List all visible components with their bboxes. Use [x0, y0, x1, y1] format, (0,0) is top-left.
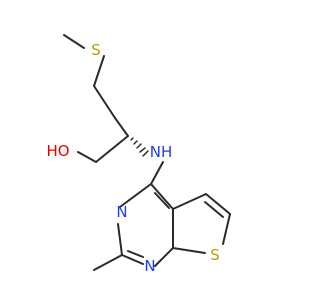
- bond-c5-c6-outer: [205, 193, 231, 215]
- molecule-canvas: S HO NH N N S: [46, 34, 231, 275]
- bond-c4-c4a-inner: [154, 192, 170, 209]
- bond-methyl-sulfur: [63, 34, 85, 49]
- bond-chain-1: [93, 85, 116, 119]
- bond-chain-2: [114, 117, 129, 137]
- bond-sulfur-chain: [93, 55, 105, 87]
- nitrogen-lower-label: N: [144, 257, 155, 275]
- bond-c7a-n1: [154, 247, 174, 267]
- bond-chiral-to-ch2: [95, 135, 129, 163]
- bond-nh-ring: [150, 161, 164, 185]
- bond-c5-c6-inner: [204, 201, 224, 218]
- molecule-structure: S HO NH N N S: [46, 34, 231, 275]
- bond-n1-c2-inner: [127, 250, 144, 258]
- bond-c4a-c5-outer: [172, 193, 207, 210]
- bond-ch2-to-oh: [77, 151, 97, 163]
- bond-layer: [63, 34, 231, 271]
- hydroxyl-label: HO: [46, 142, 69, 160]
- bond-sulfur-c7a: [172, 247, 206, 254]
- atom-layer: S HO NH N N S: [46, 41, 219, 275]
- sulfur-top-label: S: [91, 41, 101, 59]
- bond-c2-methyl: [93, 254, 123, 271]
- bond-c4-c4a-outer: [150, 183, 174, 210]
- bond-c6-sulfur: [222, 213, 231, 245]
- amine-label: NH: [150, 143, 173, 161]
- bond-c4-n3: [119, 183, 152, 208]
- bond-c2-n3: [117, 223, 123, 256]
- hashed-wedge-bond: [130, 137, 149, 157]
- sulfur-ring-label: S: [210, 246, 220, 264]
- bond-n1-c2-outer: [121, 254, 144, 265]
- nitrogen-upper-label: N: [116, 203, 127, 221]
